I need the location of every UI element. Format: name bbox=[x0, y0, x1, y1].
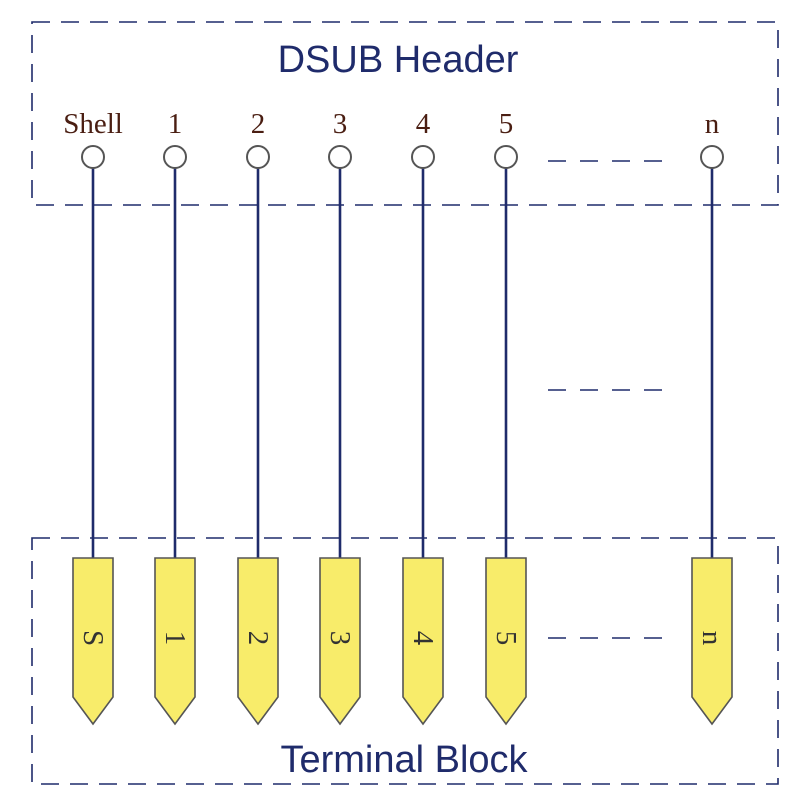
pin-header-label: Shell bbox=[63, 108, 123, 140]
terminal-block-contact bbox=[485, 557, 527, 726]
terminal-block-box bbox=[31, 537, 779, 785]
terminal-block-contact bbox=[237, 557, 279, 726]
pin-contact-icon bbox=[81, 145, 105, 169]
terminal-label: 2 bbox=[242, 631, 274, 646]
pin-header-label: 5 bbox=[499, 108, 514, 140]
terminal-block-contact bbox=[691, 557, 733, 726]
terminal-block-contact bbox=[154, 557, 196, 726]
pin-contact-icon bbox=[246, 145, 270, 169]
pin-header-label: 2 bbox=[251, 108, 266, 140]
pin-contact-icon bbox=[700, 145, 724, 169]
terminal-label: 3 bbox=[324, 631, 356, 646]
terminal-label: n bbox=[696, 631, 728, 646]
header-title: DSUB Header bbox=[278, 39, 519, 81]
pin-contact-icon bbox=[494, 145, 518, 169]
footer-title: Terminal Block bbox=[280, 739, 528, 781]
terminal-block-contact bbox=[319, 557, 361, 726]
terminal-label: 5 bbox=[490, 631, 522, 646]
terminal-block-contact bbox=[402, 557, 444, 726]
pin-contact-icon bbox=[328, 145, 352, 169]
pin-header-label: 3 bbox=[333, 108, 348, 140]
pin-header-label: n bbox=[705, 108, 720, 140]
terminal-block-contact bbox=[72, 557, 114, 726]
pin-contact-icon bbox=[163, 145, 187, 169]
terminal-label: 4 bbox=[407, 631, 439, 646]
pin-header-label: 1 bbox=[168, 108, 183, 140]
pin-header-label: 4 bbox=[416, 108, 431, 140]
pin-contact-icon bbox=[411, 145, 435, 169]
terminal-label: 1 bbox=[159, 631, 191, 646]
terminal-label: S bbox=[77, 630, 109, 646]
